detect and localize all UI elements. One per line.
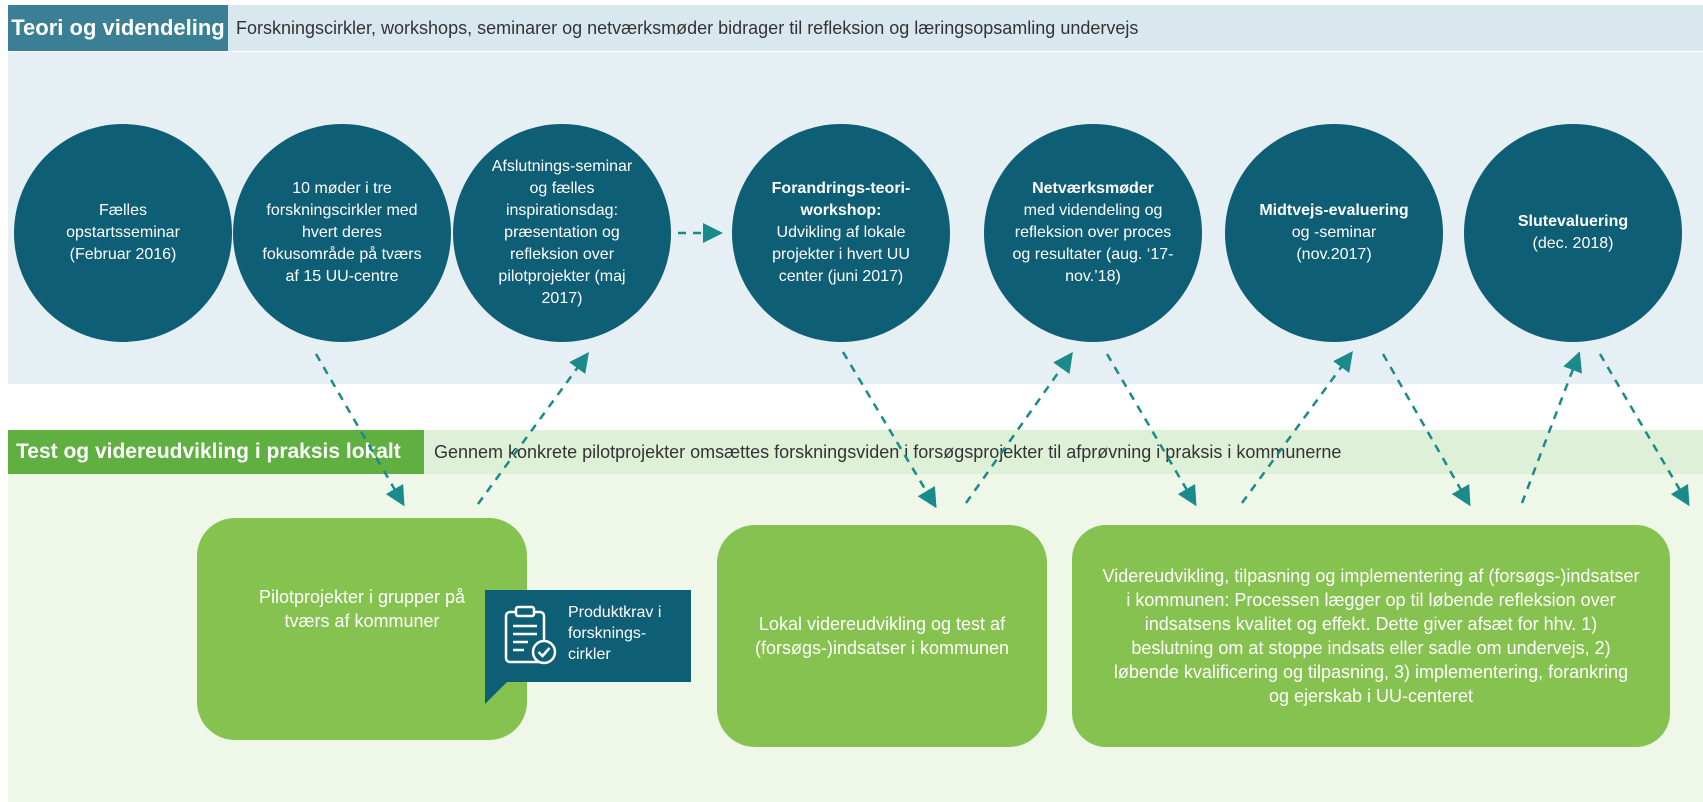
circle-research-circles: 10 møder i tre forskningscirkler med hve… bbox=[233, 124, 451, 342]
practice-subtitle: Gennem konkrete pilotprojekter omsættes … bbox=[434, 442, 1342, 462]
box-text: Lokal videreudvikling og test af (forsøg… bbox=[754, 614, 1010, 658]
box-text: Videreudvikling, tilpasning og implement… bbox=[1102, 566, 1640, 706]
circle-midterm-evaluation: Midtvejs-evaluering og -seminar (nov.201… bbox=[1225, 124, 1443, 342]
arrow-up-1 bbox=[476, 351, 589, 505]
box-implementation: Videreudvikling, tilpasning og implement… bbox=[1072, 525, 1670, 747]
theory-header-bar bbox=[8, 5, 1703, 51]
callout-product-requirements bbox=[485, 590, 691, 682]
circle-text: Fælles opstartsseminar (Februar 2016) bbox=[66, 202, 180, 263]
box-pilot-projects: Pilotprojekter i grupper på tværs af kom… bbox=[197, 518, 527, 740]
box-local-testing: Lokal videreudvikling og test af (forsøg… bbox=[717, 525, 1047, 747]
arrow-down-2 bbox=[841, 351, 937, 509]
practice-title: Test og videreudvikling i praksis lokalt bbox=[8, 430, 424, 474]
arrow-up-2 bbox=[964, 351, 1073, 504]
circle-bold: Netværksmøder bbox=[1032, 180, 1154, 197]
theory-subtitle: Forskningscirkler, workshops, seminarer … bbox=[236, 18, 1139, 38]
arrow-up-3 bbox=[1240, 350, 1353, 504]
circle-kickoff-seminar: Fælles opstartsseminar (Februar 2016) bbox=[14, 124, 232, 342]
circle-text: med videndeling og refleksion over proce… bbox=[1012, 202, 1174, 285]
theory-title: Teori og videndeling bbox=[8, 5, 228, 51]
callout-text: Produktkrav i forsknings-cirkler bbox=[568, 604, 662, 663]
circle-change-theory-workshop: Forandrings-teori-workshop: Udvikling af … bbox=[732, 124, 950, 342]
circle-bold: Forandrings-teori-workshop: bbox=[771, 180, 911, 219]
arrow-down-1 bbox=[314, 353, 405, 507]
circle-text: og -seminar (nov.2017) bbox=[1291, 224, 1377, 263]
circle-network-meetings: Netværksmøder med videndeling og refleksi… bbox=[984, 124, 1202, 342]
circle-closing-seminar: Afslutnings-seminar og fælles inspiratio… bbox=[453, 124, 671, 342]
circle-bold: Midtvejs-evaluering bbox=[1259, 202, 1409, 219]
box-text: Pilotprojekter i grupper på tværs af kom… bbox=[258, 587, 466, 631]
circle-final-evaluation: Slutevaluering (dec. 2018) bbox=[1464, 124, 1682, 342]
circle-text: (dec. 2018) bbox=[1532, 235, 1614, 252]
arrow-up-4 bbox=[1520, 351, 1583, 504]
circle-text: 10 møder i tre forskningscirkler med hve… bbox=[262, 180, 422, 285]
arrow-down-4 bbox=[1381, 353, 1471, 507]
circle-text: Udvikling af lokale projekter i hvert UU… bbox=[772, 224, 910, 285]
circle-bold: Slutevaluering bbox=[1517, 213, 1629, 230]
arrow-down-5 bbox=[1598, 353, 1690, 507]
arrow-down-3 bbox=[1105, 353, 1197, 507]
clipboard-check-icon bbox=[504, 605, 557, 665]
circle-text: Afslutnings-seminar og fælles inspiratio… bbox=[491, 158, 633, 307]
callout-tail bbox=[485, 682, 507, 704]
